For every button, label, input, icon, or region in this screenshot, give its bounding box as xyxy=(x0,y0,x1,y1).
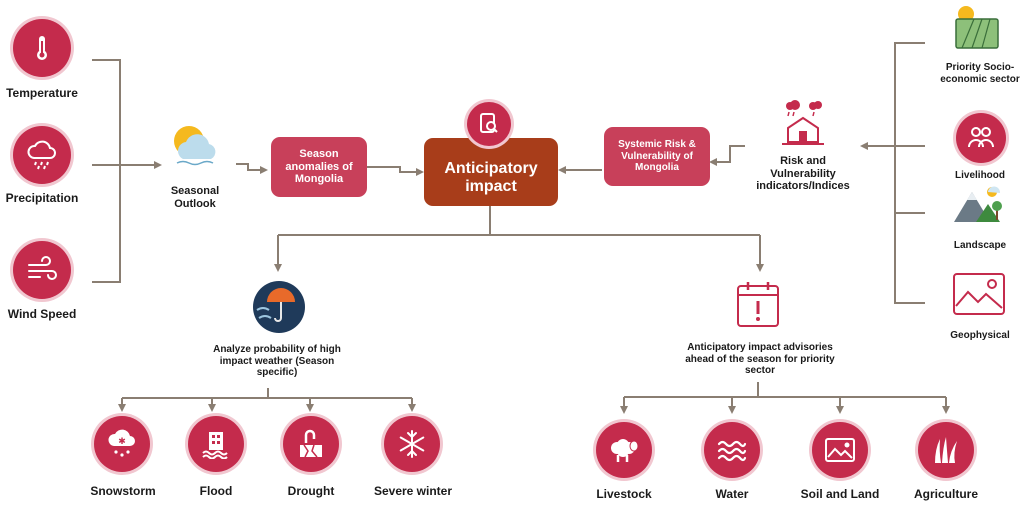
flood-label: Flood xyxy=(199,484,233,498)
snowstorm-label: Snowstorm xyxy=(90,484,156,498)
thermometer-icon xyxy=(13,19,71,77)
drought-icon xyxy=(283,416,339,472)
grass-icon xyxy=(918,422,974,478)
svg-text:✱: ✱ xyxy=(118,437,126,447)
terrain-image-icon xyxy=(952,272,1006,316)
umbrella-storm-icon xyxy=(251,280,307,334)
flood-icon xyxy=(188,416,244,472)
drought-label: Drought xyxy=(287,484,335,498)
water-waves-icon xyxy=(704,422,760,478)
mountain-icon xyxy=(952,184,1006,224)
arrow-to-anomalies xyxy=(236,163,268,174)
house-storm-icon xyxy=(780,98,826,146)
rain-cloud-icon xyxy=(13,126,71,184)
right-bracket-line xyxy=(894,42,925,304)
snow-cloud-icon: ✱ xyxy=(94,416,150,472)
sun-cloud-icon xyxy=(167,119,223,169)
systemic-risk-box: Systemic Risk & Vulnerability of Mongoli… xyxy=(604,127,710,186)
livelihood-label: Livelihood xyxy=(955,170,1005,181)
seasonal-outlook-label: Seasonal Outlook xyxy=(170,185,220,210)
arrow-to-systemic xyxy=(709,145,745,166)
arrow-to-center-left xyxy=(367,166,424,176)
analyze-label: Analyze probability of high impact weath… xyxy=(213,344,341,378)
season-anomalies-box: Season anomalies of Mongolia xyxy=(271,137,367,197)
priority-sector-label: Priority Socio-economic sector xyxy=(940,62,1020,85)
advisories-label: Anticipatory impact advisories ahead of … xyxy=(685,342,835,376)
people-icon xyxy=(956,113,1006,163)
temperature-label: Temperature xyxy=(6,86,78,100)
magnify-document-icon xyxy=(467,102,511,146)
landscape-image-icon xyxy=(812,422,868,478)
wind-speed-label: Wind Speed xyxy=(7,307,77,321)
anticipatory-impact-box: Anticipatory impact xyxy=(424,138,558,206)
precipitation-label: Precipitation xyxy=(5,191,79,205)
landscape-label: Landscape xyxy=(953,240,1007,251)
sheep-icon xyxy=(596,422,652,478)
risk-indicators-label: Risk and Vulnerability indicators/Indice… xyxy=(756,155,850,193)
severe-winter-label: Severe winter xyxy=(373,484,453,498)
left-bracket-line xyxy=(92,59,121,283)
livestock-label: Livestock xyxy=(596,487,652,501)
soil-and-land-label: Soil and Land xyxy=(800,487,880,501)
geophysical-label: Geophysical xyxy=(950,330,1010,341)
calendar-alert-icon xyxy=(735,280,781,328)
water-label: Water xyxy=(715,487,749,501)
agriculture-label: Agriculture xyxy=(913,487,978,501)
wind-icon xyxy=(13,241,71,299)
farm-field-icon xyxy=(952,3,1000,49)
snowflake-icon xyxy=(384,416,440,472)
